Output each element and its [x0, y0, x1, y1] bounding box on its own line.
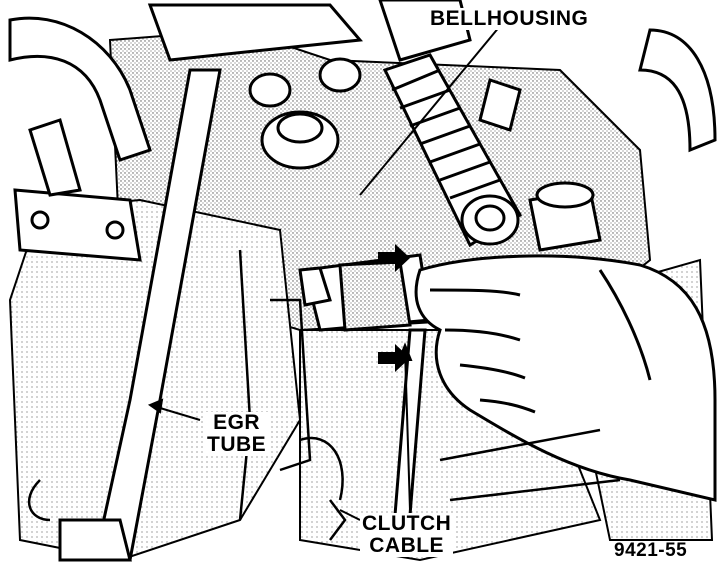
clutch-label-line1: CLUTCH	[362, 512, 452, 535]
mounting-bolts	[248, 57, 522, 170]
bellhousing-label: BELLHOUSING	[428, 7, 591, 30]
leader-lines	[147, 25, 501, 521]
egr-label-line1: EGR	[213, 411, 261, 434]
figure-number: 9421-55	[614, 540, 688, 561]
upper-pipes	[8, 0, 717, 162]
slave-cylinder	[528, 181, 602, 252]
clutch-cable-label: CLUTCH CABLE	[360, 512, 454, 557]
egr-tube	[58, 68, 222, 562]
hand	[414, 254, 717, 502]
lower-engine-lines	[28, 249, 621, 541]
clutch-cable	[298, 253, 432, 517]
clutch-label-line2: CABLE	[369, 534, 445, 557]
egr-tube-label: EGR TUBE	[205, 411, 269, 456]
egr-label-line2: TUBE	[207, 433, 267, 456]
bellhousing-boot	[382, 53, 523, 248]
left-bracket	[13, 118, 142, 262]
